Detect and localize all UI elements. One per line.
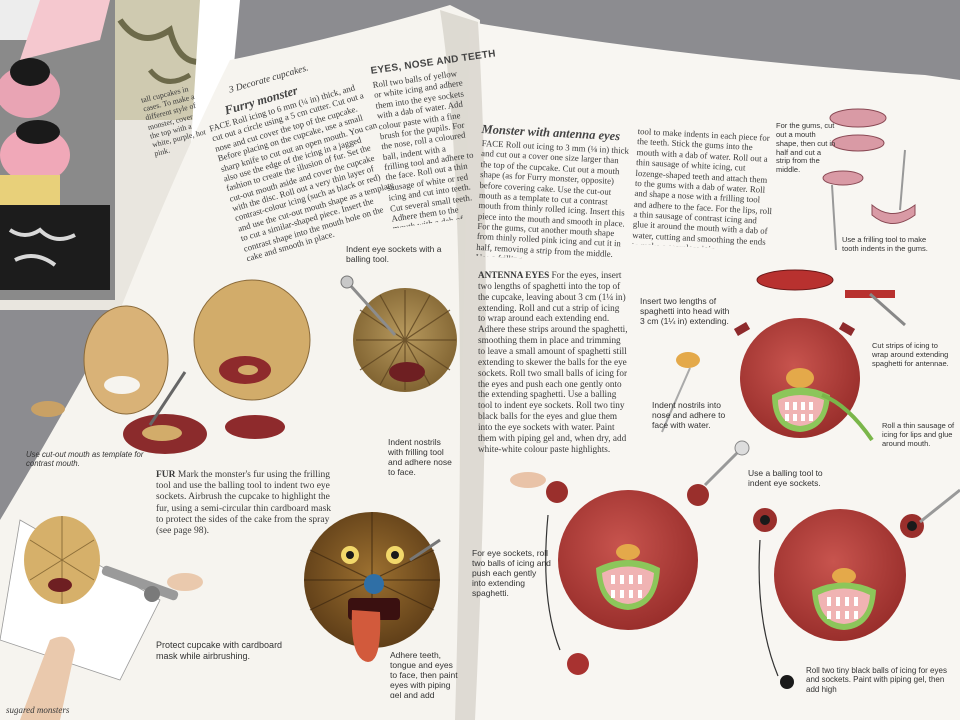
caption-cut-strips: Cut strips of icing to wrap around exten… — [872, 341, 949, 368]
caption-indent-eye: Indent eye sockets with a balling tool. — [346, 244, 442, 265]
caption-frilling: Use a frilling tool to make tooth indent… — [842, 235, 928, 253]
fur-heading: FUR — [156, 470, 176, 480]
antenna-eyes-text: For the eyes, insert two lengths of spag… — [478, 270, 628, 454]
caption-adhere-teeth: Adhere teeth, tongue and eyes to face, t… — [390, 650, 458, 698]
caption-template: Use cut-out mouth as template for contra… — [26, 450, 144, 469]
caption-eye-sockets: For eye sockets, roll two balls of icing… — [472, 548, 551, 599]
antenna-face-text-2: tool to make indents in each piece for t… — [631, 126, 773, 252]
caption-tiny-black-balls: Roll two tiny black balls of icing for e… — [806, 666, 947, 694]
caption-gums: For the gums, cut out a mouth shape, the… — [776, 121, 836, 175]
page-footer: sugared monsters — [6, 705, 70, 715]
caption-protect: Protect cupcake with cardboard mask whil… — [156, 640, 283, 661]
fur-text: Mark the monster's fur using the frillin… — [156, 470, 332, 537]
antenna-eyes-section: ANTENNA EYES For the eyes, insert two le… — [478, 270, 628, 462]
caption-balling-tool: Use a balling tool to indent eye sockets… — [748, 468, 823, 489]
fur-section: FUR Mark the monster's fur using the fri… — [156, 470, 336, 560]
caption-thin-sausage: Roll a thin sausage of icing for lips an… — [882, 421, 955, 448]
caption-indent-nostrils: Indent nostrils into nose and adhere to … — [652, 400, 726, 431]
caption-indent-nostril: Indent nostrils with frilling tool and a… — [388, 437, 452, 478]
caption-insert-spaghetti: Insert two lengths of spaghetti into hea… — [640, 296, 730, 327]
antenna-eyes-heading: ANTENNA EYES — [478, 270, 550, 280]
antenna-face-text: FACE Roll out icing to 3 mm (⅛ in) thick… — [476, 138, 630, 264]
